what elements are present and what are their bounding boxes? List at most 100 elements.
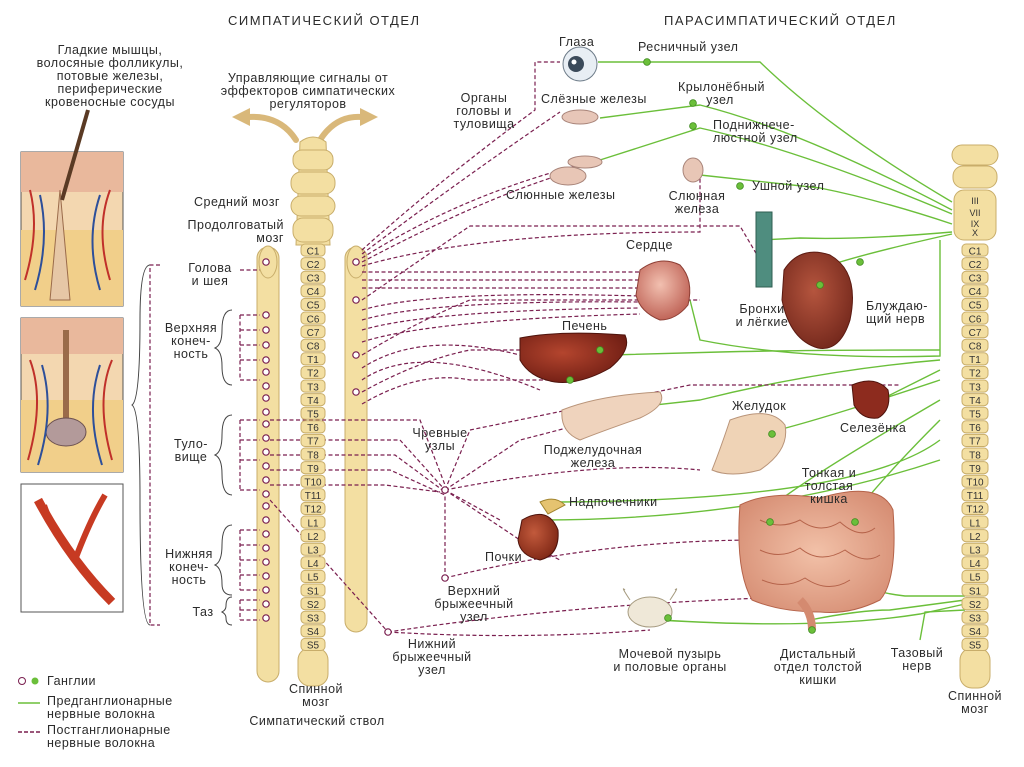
organs-head-trunk-label: Органы головы и туловища (453, 91, 515, 131)
parasympathetic-ganglion (851, 518, 859, 526)
sympathetic-ganglion (262, 490, 270, 498)
sympathetic-ganglion (262, 502, 270, 510)
pancreas-organ (561, 391, 663, 441)
segment-C6-label: C6 (307, 314, 320, 325)
segment-C2-box (961, 257, 989, 271)
segment-C4-label: C4 (969, 287, 982, 298)
pancreas-label: Поджелудочная железа (543, 443, 643, 470)
control-signals-label: Управляющие сигналы от эффекторов симпат… (220, 71, 396, 111)
segment-T10-box (961, 474, 989, 488)
spinal-segments-left: C1C2C3C4C5C6C7C8T1T2T3T4T5T6T7T8T9T10T11… (300, 243, 326, 652)
segment-T8-label: T8 (969, 450, 981, 461)
eye (562, 46, 598, 82)
segment-C7-label: C7 (969, 328, 982, 339)
segment-L5-label: L5 (307, 573, 319, 584)
inset-blood-vessel (20, 483, 124, 613)
segment-C5-box (300, 297, 326, 311)
segment-T2-label: T2 (969, 369, 981, 380)
stomach-organ (711, 413, 787, 475)
spinal-cord-right (951, 144, 999, 689)
cranial-nerve-VII: VII (969, 208, 980, 218)
segment-L5-label: L5 (969, 573, 981, 584)
segment-C5-label: C5 (969, 301, 982, 312)
segment-T5-box (300, 406, 326, 420)
sympathetic-ganglion (262, 558, 270, 566)
segment-T3-box (300, 379, 326, 393)
segment-C1-box (300, 243, 326, 257)
spinal-cord-right-label: Спинной мозг (947, 689, 1003, 716)
parasympathetic-ganglion (566, 376, 574, 384)
segment-S5-box (300, 637, 326, 652)
sympathetic-ganglion (262, 394, 270, 402)
segment-T3-box (961, 379, 989, 393)
sympathetic-trunk-label: Симпатический ствол (249, 714, 385, 728)
head-neck-label: Голова и шея (188, 261, 232, 288)
segment-S2-label: S2 (307, 600, 320, 611)
vagus-nerve-label: Блуждаю- щий нерв (866, 299, 928, 326)
sympathetic-ganglion (262, 462, 270, 470)
sympathetic-ganglion (262, 311, 270, 319)
sympathetic-ganglion (262, 258, 270, 266)
legend-post-label: Постганглионарные нервные волокна (47, 723, 171, 750)
parasympathetic-ganglion (808, 626, 816, 634)
segment-S4-box (300, 624, 326, 638)
segment-T5-label: T5 (307, 410, 319, 421)
segment-S4-box (961, 624, 989, 638)
segment-L4-label: L4 (969, 559, 981, 570)
segment-S3-box (300, 610, 326, 624)
ciliary-ganglion-label: Ресничный узел (638, 40, 739, 54)
body-region-braces (131, 264, 233, 626)
salivary-gland-label: Слюнная железа (668, 189, 726, 216)
lacrimal-gland (561, 109, 599, 125)
segment-L3-label: L3 (969, 546, 981, 557)
inferior-mesenteric-label: Нижний брыжеечный узел (392, 637, 472, 677)
segment-T11-box (961, 488, 989, 502)
segment-S1-box (300, 583, 326, 597)
sympathetic-ganglion (262, 448, 270, 456)
segment-L1-label: L1 (307, 518, 319, 529)
parasympathetic-ganglion (856, 258, 864, 266)
segment-T10-label: T10 (304, 478, 322, 489)
segment-S3-box (961, 610, 989, 624)
segment-C1-label: C1 (969, 246, 982, 257)
segment-T11-label: T11 (305, 491, 322, 502)
segment-C8-box (300, 338, 326, 352)
segment-C7-label: C7 (307, 328, 320, 339)
segment-C1-label: C1 (307, 246, 320, 257)
segment-T4-label: T4 (307, 396, 319, 407)
inset-skin-hair (20, 109, 124, 307)
sympathetic-ganglion (262, 544, 270, 552)
intestine-organ (738, 490, 895, 613)
parasympathetic-ganglion (816, 281, 824, 289)
segment-T1-label: T1 (307, 355, 319, 366)
parasympathetic-header: ПАРАСИМПАТИЧЕСКИЙ ОТДЕЛ (664, 13, 897, 28)
lacrimal-glands-label: Слёзные железы (541, 92, 647, 106)
salivary-glands-left (549, 155, 603, 186)
segment-S3-label: S3 (969, 614, 982, 625)
segment-L2-label: L2 (307, 532, 319, 543)
sympathetic-ganglion (262, 382, 270, 390)
segment-L2-box (300, 529, 326, 543)
segment-L1-box (961, 515, 989, 529)
segment-C8-label: C8 (307, 342, 320, 353)
segment-T2-box (961, 365, 989, 379)
parasympathetic-ganglion (689, 99, 697, 107)
parasympathetic-ganglion (596, 346, 604, 354)
segment-T6-label: T6 (307, 423, 319, 434)
sympathetic-ganglion (352, 258, 360, 266)
pelvis-label: Таз (192, 605, 214, 619)
segment-C4-label: C4 (307, 287, 320, 298)
bronchi-lungs-label: Бронхи и лёгкие (735, 302, 789, 329)
segment-T9-label: T9 (307, 464, 319, 475)
spleen-organ (851, 380, 890, 419)
salivary-glands-label: Слюнные железы (506, 188, 616, 202)
segment-C6-box (961, 311, 989, 325)
sympathetic-ganglion (262, 614, 270, 622)
segment-L3-box (961, 542, 989, 556)
sympathetic-ganglion (384, 628, 392, 636)
segment-C4-box (300, 284, 326, 298)
upper-limb-label: Верхняя конеч- ность (164, 321, 218, 361)
legend-ganglia-label: Ганглии (47, 674, 96, 688)
